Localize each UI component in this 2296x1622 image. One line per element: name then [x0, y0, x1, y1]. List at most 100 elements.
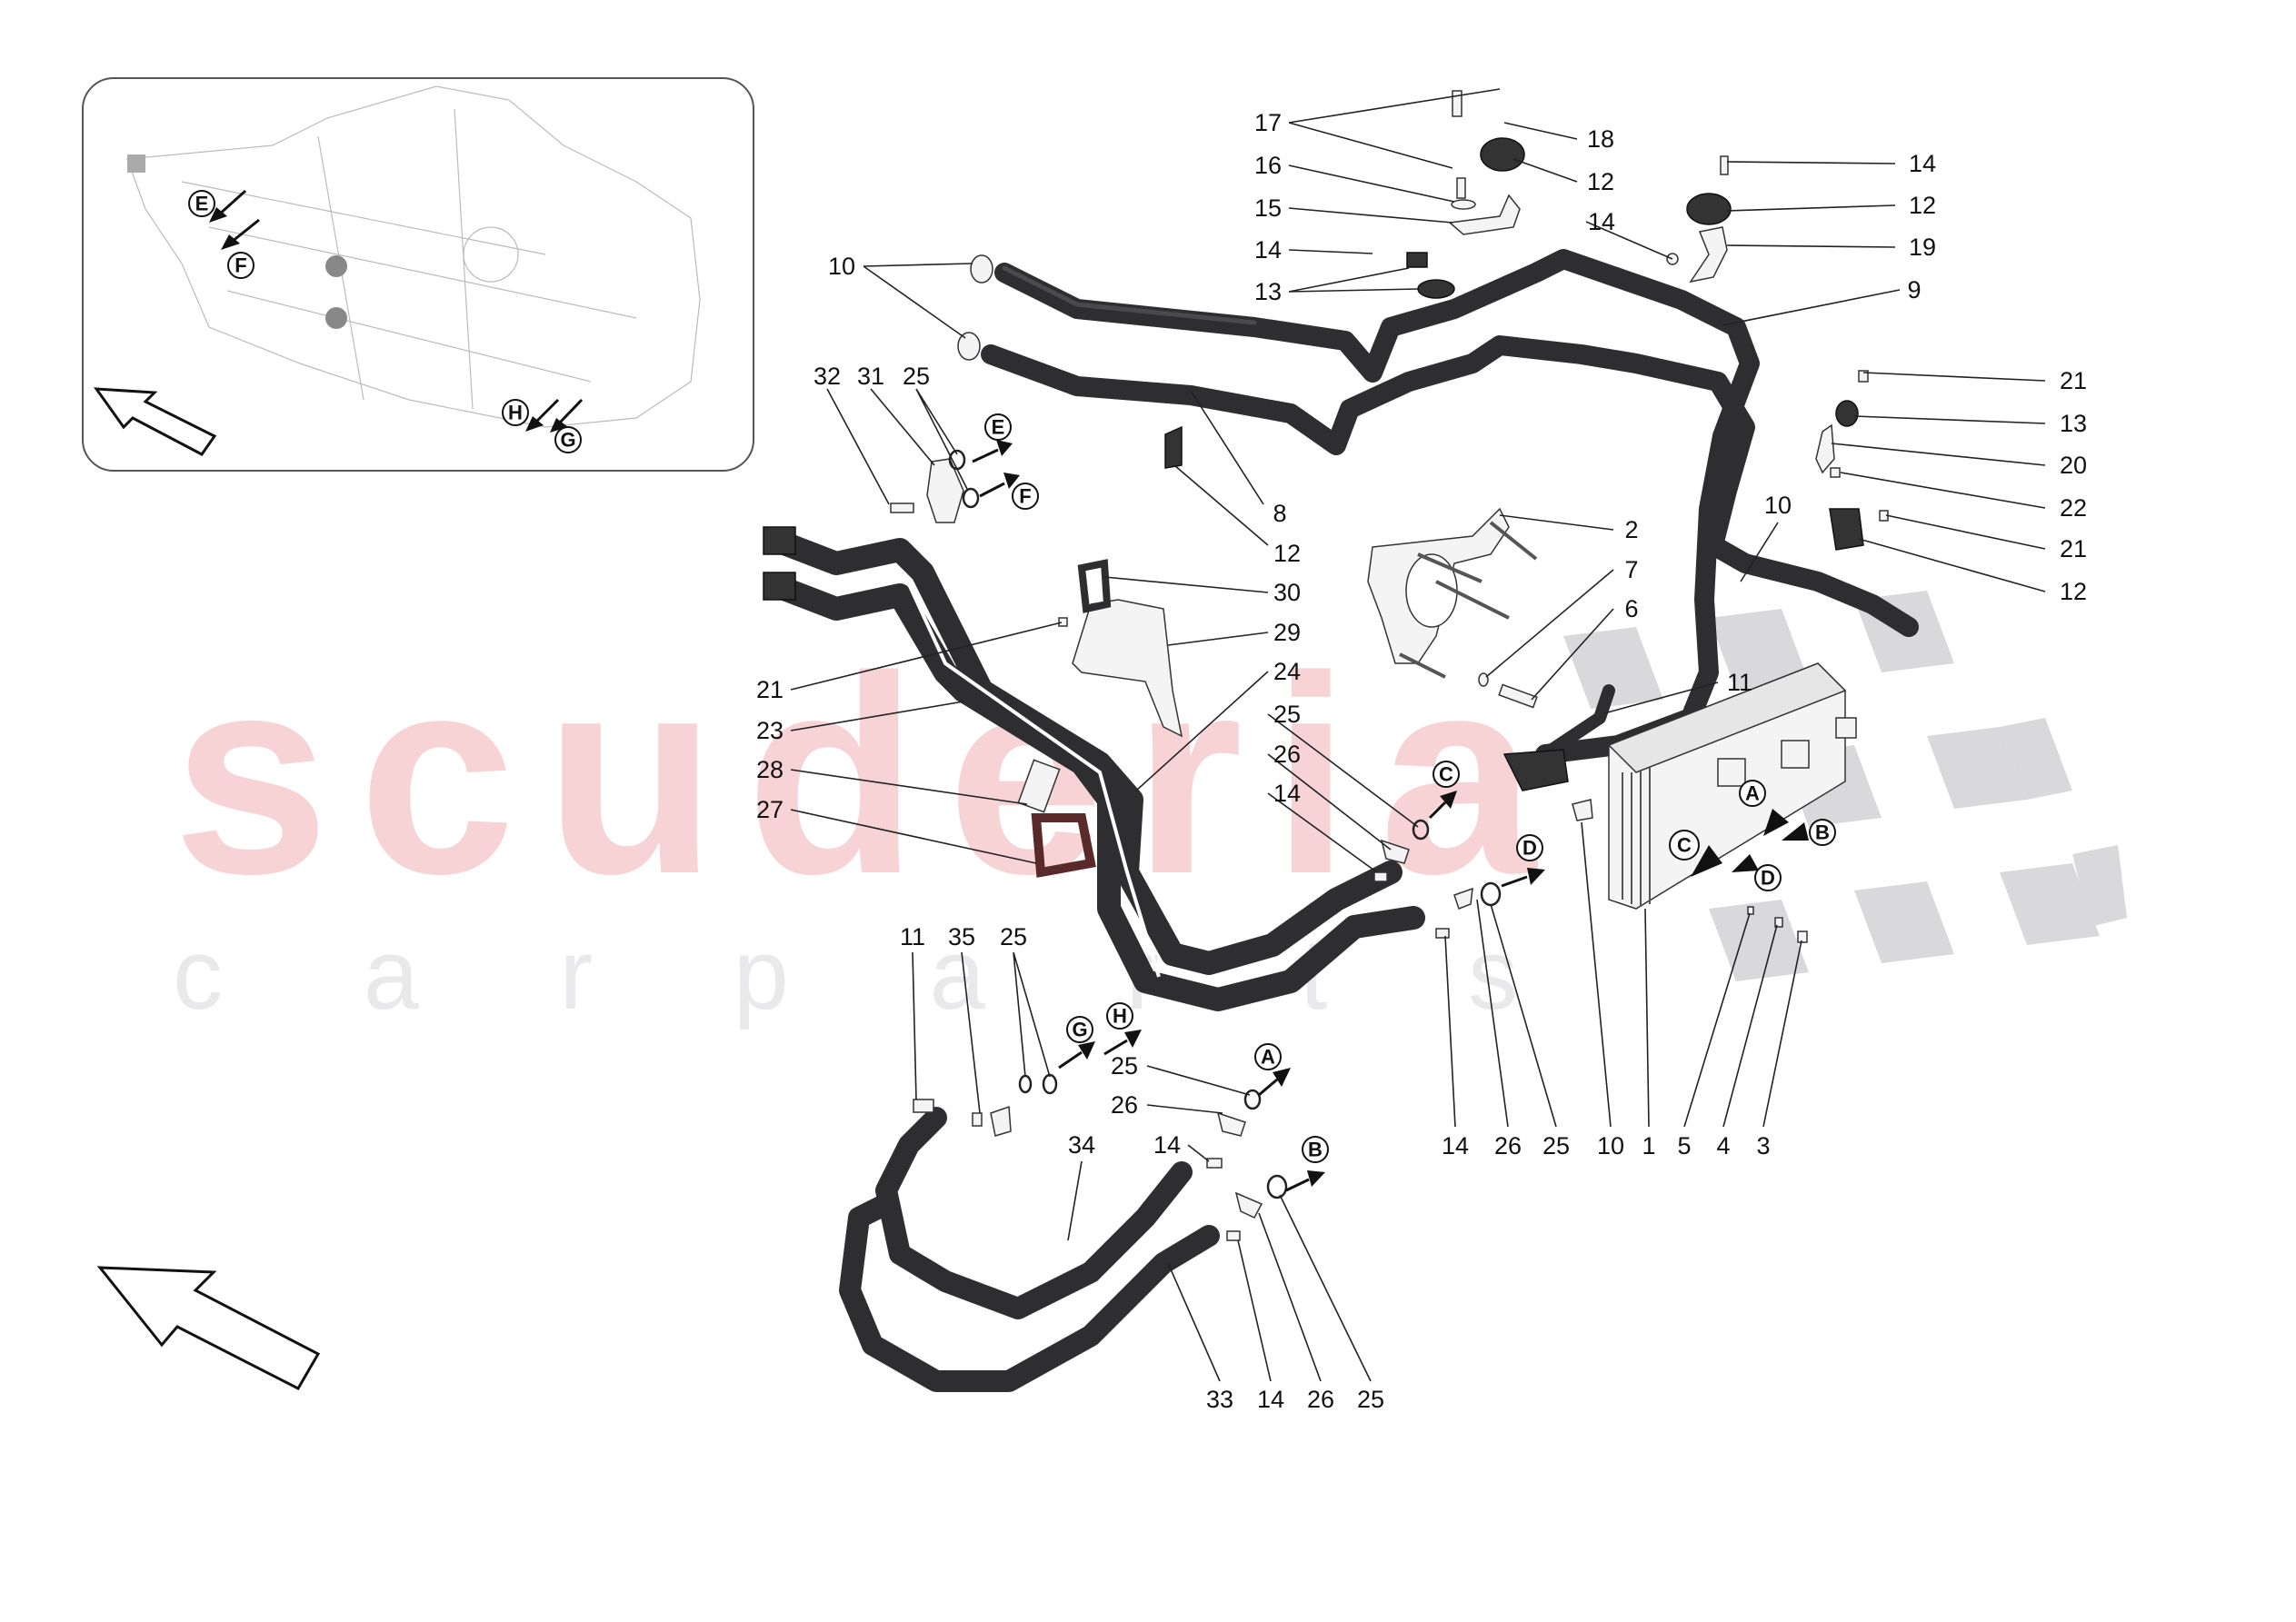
part-label-3: 3	[1756, 1132, 1770, 1159]
connection-ref-E: E	[972, 413, 1013, 463]
cooler-pipe	[1539, 684, 1615, 761]
part-label-26: 26	[1307, 1386, 1334, 1413]
bracket-20-assembly	[1815, 370, 1889, 551]
svg-text:B: B	[1815, 821, 1830, 844]
part-label-12: 12	[1273, 540, 1301, 567]
part-label-25: 25	[1542, 1132, 1570, 1159]
hose-pair-lower-33-34	[839, 1107, 1220, 1392]
part-label-26: 26	[1111, 1091, 1138, 1119]
svg-text:F: F	[1019, 485, 1031, 508]
part-label-1: 1	[1642, 1132, 1655, 1159]
svg-text:H: H	[508, 402, 523, 424]
svg-text:F: F	[235, 254, 246, 277]
part-label-30: 30	[1273, 579, 1301, 606]
part-label-26: 26	[1273, 741, 1301, 768]
part-label-14: 14	[1909, 150, 1936, 177]
part-label-10: 10	[1597, 1132, 1624, 1159]
connection-ref-A-lower: A	[1254, 1043, 1291, 1097]
mounting-bracket-2	[1367, 507, 1538, 709]
connection-ref-H: H	[1103, 1002, 1142, 1056]
fittings-cooler-side	[1373, 799, 1808, 943]
view-direction-arrow	[96, 1266, 321, 1390]
part-label-7: 7	[1624, 556, 1638, 583]
svg-text:D: D	[1522, 837, 1537, 860]
bracket-15-assembly	[1406, 90, 1525, 299]
stud-21	[1058, 617, 1068, 627]
part-label-34: 34	[1068, 1131, 1095, 1159]
connection-ref-A-cooler: A	[1739, 780, 1789, 836]
svg-text:E: E	[992, 416, 1005, 439]
connection-ref-B-cooler: B	[1782, 819, 1836, 846]
fittings-lower-left	[913, 1073, 1288, 1241]
part-label-14: 14	[1254, 236, 1282, 264]
part-label-25: 25	[1111, 1052, 1138, 1080]
watermark-primary: scuderia	[173, 617, 1538, 932]
connection-ref-F: F	[979, 473, 1039, 510]
inset-ref-G: G	[550, 398, 584, 453]
part-label-23: 23	[756, 717, 784, 744]
oil-cooler-1	[1607, 662, 1857, 910]
part-label-25: 25	[1273, 701, 1301, 728]
part-label-22: 22	[2060, 494, 2087, 522]
inset-ref-E: E	[188, 189, 247, 223]
part-label-21: 21	[756, 676, 784, 703]
clip-28	[1017, 759, 1061, 813]
hose-pair-upper	[981, 249, 1919, 764]
svg-text:C: C	[1677, 834, 1692, 857]
part-label-16: 16	[1254, 152, 1282, 179]
leader-lines	[790, 88, 2046, 1382]
flange-31-assembly	[890, 449, 980, 523]
part-label-17: 17	[1254, 109, 1282, 136]
svg-text:A: A	[1261, 1046, 1275, 1069]
hose-end-lower	[1502, 749, 1569, 791]
part-label-14: 14	[1442, 1132, 1469, 1159]
part-label-21: 21	[2060, 535, 2087, 562]
part-label-10: 10	[1764, 492, 1792, 519]
connection-ref-C-cooler: C	[1669, 830, 1722, 877]
part-label-8: 8	[1273, 500, 1286, 527]
part-label-5: 5	[1677, 1132, 1691, 1159]
part-label-14: 14	[1153, 1131, 1181, 1159]
inset-overview: E F H G	[82, 77, 754, 472]
bracket-29	[1072, 599, 1183, 738]
part-label-27: 27	[756, 796, 784, 823]
bracket-19-assembly	[1666, 155, 1732, 284]
svg-text:A: A	[1745, 782, 1760, 805]
part-label-6: 6	[1624, 595, 1638, 622]
part-label-28: 28	[756, 756, 784, 783]
part-label-14: 14	[1588, 208, 1615, 235]
svg-text:D: D	[1761, 867, 1775, 890]
part-label-35: 35	[948, 923, 975, 950]
part-label-13: 13	[2060, 410, 2087, 437]
part-label-20: 20	[2060, 452, 2087, 479]
part-label-24: 24	[1273, 658, 1301, 685]
view-direction-arrow-small	[93, 387, 217, 456]
part-label-12: 12	[2060, 578, 2087, 605]
part-label-13: 13	[1254, 278, 1282, 305]
part-label-29: 29	[1273, 619, 1301, 646]
connection-ref-G: G	[1058, 1016, 1095, 1070]
part-label-18: 18	[1587, 125, 1614, 153]
part-label-11: 11	[900, 923, 925, 950]
part-label-12: 12	[1909, 192, 1936, 219]
part-label-14: 14	[1273, 780, 1301, 807]
part-label-21: 21	[2060, 367, 2087, 394]
gearbox-sketch	[126, 85, 701, 428]
part-label-2: 2	[1624, 516, 1638, 543]
part-label-9: 9	[1907, 276, 1921, 304]
part-label-4: 4	[1716, 1132, 1730, 1159]
connection-ref-D: D	[1501, 834, 1545, 888]
part-label-12: 12	[1587, 168, 1614, 195]
svg-text:H: H	[1113, 1005, 1127, 1028]
part-label-26: 26	[1494, 1132, 1522, 1159]
svg-text:E: E	[195, 193, 209, 215]
part-label-10: 10	[828, 253, 855, 280]
clip-30	[1077, 559, 1112, 613]
part-label-25: 25	[903, 363, 930, 390]
svg-text:G: G	[1072, 1019, 1087, 1041]
connection-ref-B-lower: B	[1285, 1136, 1329, 1192]
svg-text:B: B	[1308, 1139, 1323, 1161]
loop-clamp-27	[1031, 813, 1096, 878]
